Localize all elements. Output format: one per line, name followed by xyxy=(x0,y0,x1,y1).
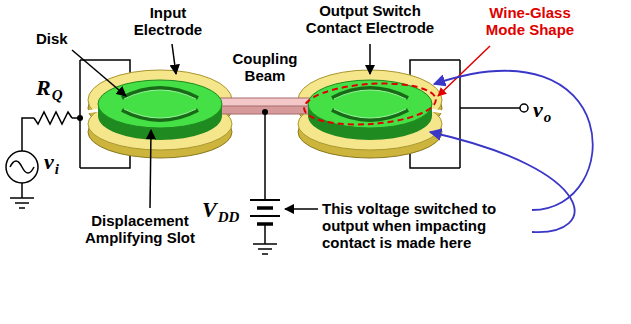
slot xyxy=(332,88,408,98)
signal-name: v xyxy=(533,98,543,122)
battery-plate xyxy=(250,199,280,201)
resistor-symbol xyxy=(34,112,72,124)
slot xyxy=(334,90,406,99)
ground-line xyxy=(10,197,34,199)
component-symbol: R xyxy=(36,76,51,100)
note-text: This voltage switched to output when imp… xyxy=(322,200,527,251)
subscript: i xyxy=(55,161,59,177)
callout-curve xyxy=(434,71,593,210)
coupling-beam xyxy=(218,98,312,115)
ground-line xyxy=(253,243,277,245)
mode-shape xyxy=(303,79,437,128)
ground-line xyxy=(15,202,29,204)
wire xyxy=(460,107,520,109)
subscript: Q xyxy=(52,87,63,103)
leader-line xyxy=(438,46,490,96)
junction-dot xyxy=(262,109,268,115)
leader-line xyxy=(150,130,151,208)
slot xyxy=(122,110,198,120)
electrode-gap xyxy=(86,110,100,112)
battery-plate xyxy=(250,215,280,217)
electrode-label: Output Switch Contact Electrode xyxy=(295,2,445,36)
beam-top xyxy=(218,98,312,106)
output-resonator xyxy=(296,70,444,158)
electrode-gap xyxy=(430,110,444,112)
leader-line xyxy=(72,50,126,96)
ground-symbol xyxy=(253,244,277,254)
slot xyxy=(124,90,196,99)
ground-line xyxy=(19,207,25,209)
wire xyxy=(79,60,81,168)
subscript: o xyxy=(544,109,552,125)
battery-symbol xyxy=(250,200,280,224)
wire xyxy=(22,118,34,151)
ground-symbol xyxy=(10,198,34,208)
battery-plate xyxy=(257,206,273,210)
subscript: DD xyxy=(218,209,240,225)
mode-shape-label: Wine-Glass Mode Shape xyxy=(475,4,585,38)
disk-top xyxy=(308,80,432,128)
junction-dot xyxy=(77,115,83,121)
slot xyxy=(124,109,196,118)
signal-name: v xyxy=(44,150,54,174)
wire xyxy=(80,156,130,168)
part-label: Displacement Amplifying Slot xyxy=(75,212,205,246)
ground-line xyxy=(258,248,272,250)
signal-name: V xyxy=(202,198,217,222)
leader-line xyxy=(369,44,371,74)
source-circle xyxy=(6,151,38,183)
leader-line xyxy=(285,208,318,210)
input-resonator xyxy=(86,70,234,158)
slot xyxy=(334,109,406,118)
wire xyxy=(264,224,266,244)
slot xyxy=(332,110,408,120)
leaders xyxy=(72,44,370,209)
wire xyxy=(21,183,23,198)
ground-line xyxy=(262,253,268,255)
part-label: Coupling Beam xyxy=(223,50,307,84)
disk xyxy=(98,80,222,140)
part-label: Disk xyxy=(36,30,68,47)
output-terminal xyxy=(520,104,528,112)
voltage-source xyxy=(6,151,38,183)
sine-symbol xyxy=(10,161,34,173)
electrode-label: Input Electrode xyxy=(123,4,213,38)
battery-plate xyxy=(257,222,273,226)
leader-line xyxy=(172,44,176,74)
wire xyxy=(410,152,460,168)
wire xyxy=(264,112,266,200)
slot xyxy=(122,88,198,98)
disk xyxy=(303,79,437,140)
